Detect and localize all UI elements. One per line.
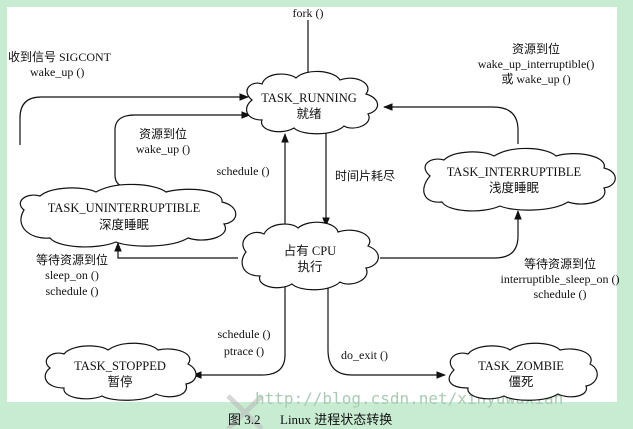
caption-title: Linux 进程状态转换 bbox=[280, 412, 392, 427]
label-line: schedule () bbox=[46, 284, 99, 298]
label-sigcont: 收到信号 SIGCONT wake_up () bbox=[8, 50, 112, 79]
label-line: wake_up () bbox=[136, 142, 190, 156]
label-line: 资源到位 bbox=[512, 41, 560, 56]
state-cpu: 占有 CPU 执行 bbox=[241, 221, 379, 291]
state-task-interruptible: TASK_INTERRUPTIBLE 浅度睡眠 bbox=[423, 147, 616, 212]
label-line: schedule () bbox=[218, 327, 271, 341]
state-task-uninterruptible: TASK_UNINTERRUPTIBLE 深度睡眠 bbox=[19, 183, 237, 248]
cloud-shape bbox=[448, 342, 598, 401]
edge-sigcont bbox=[19, 93, 249, 145]
state-name: 占有 CPU bbox=[284, 243, 336, 258]
edge-wake-interruptible bbox=[383, 103, 519, 144]
state-task-stopped: TASK_STOPPED 暂停 bbox=[44, 342, 197, 401]
cloud-shape bbox=[241, 221, 379, 291]
state-desc: 暂停 bbox=[107, 374, 132, 389]
label-line: 等待资源到位 bbox=[36, 252, 108, 267]
label-line: ptrace () bbox=[224, 344, 264, 358]
label-line: wake_up_interruptible() bbox=[478, 57, 595, 71]
label-fork: fork () bbox=[293, 6, 324, 20]
label-line: 等待资源到位 bbox=[524, 256, 596, 271]
state-desc: 深度睡眠 bbox=[99, 217, 150, 232]
state-task-zombie: TASK_ZOMBIE 僵死 bbox=[448, 342, 598, 401]
label-exit: do_exit () bbox=[341, 348, 388, 362]
label-line: 收到信号 SIGCONT bbox=[8, 50, 112, 64]
label-line: wake_up () bbox=[30, 65, 84, 79]
label-timeslice: 时间片耗尽 bbox=[335, 169, 395, 183]
state-name: TASK_INTERRUPTIBLE bbox=[447, 165, 582, 179]
cloud-shape bbox=[245, 70, 379, 135]
label-line: 或 wake_up () bbox=[501, 72, 570, 86]
label-line: schedule () bbox=[534, 287, 587, 301]
figure-caption: 图 3.2 Linux 进程状态转换 bbox=[228, 412, 392, 427]
state-name: TASK_STOPPED bbox=[74, 359, 166, 373]
state-name: TASK_UNINTERRUPTIBLE bbox=[48, 201, 201, 215]
state-name: TASK_ZOMBIE bbox=[478, 359, 564, 373]
label-line: sleep_on () bbox=[45, 268, 99, 282]
cloud-shape bbox=[44, 342, 197, 401]
label-wake-interruptible: 资源到位 wake_up_interruptible() 或 wake_up (… bbox=[478, 41, 595, 86]
label-schedule-to-running: schedule () bbox=[217, 164, 270, 178]
label-stop: schedule () ptrace () bbox=[218, 327, 271, 358]
label-line: interruptible_sleep_on () bbox=[501, 272, 620, 286]
edge-sleep-uninterruptible bbox=[114, 242, 238, 259]
state-desc: 僵死 bbox=[508, 375, 533, 389]
caption-figure-number: 图 3.2 bbox=[228, 412, 261, 427]
cloud-shape bbox=[19, 183, 237, 248]
label-line: 资源到位 bbox=[139, 126, 187, 141]
label-sleep-uninterruptible: 等待资源到位 sleep_on () schedule () bbox=[36, 252, 108, 298]
watermark-x-icon bbox=[226, 394, 264, 429]
label-sleep-interruptible: 等待资源到位 interruptible_sleep_on () schedul… bbox=[501, 256, 620, 301]
edge-sleep-interruptible bbox=[380, 210, 522, 259]
state-desc: 执行 bbox=[297, 260, 322, 274]
state-desc: 就绪 bbox=[296, 106, 321, 121]
cloud-shape bbox=[423, 147, 616, 212]
edge-exit bbox=[327, 285, 446, 379]
state-desc: 浅度睡眠 bbox=[489, 180, 540, 195]
state-task-running: TASK_RUNNING 就绪 bbox=[245, 70, 379, 135]
edge-stop bbox=[192, 286, 286, 379]
state-name: TASK_RUNNING bbox=[261, 91, 357, 105]
label-wake-uninterruptible: 资源到位 wake_up () bbox=[136, 126, 190, 156]
